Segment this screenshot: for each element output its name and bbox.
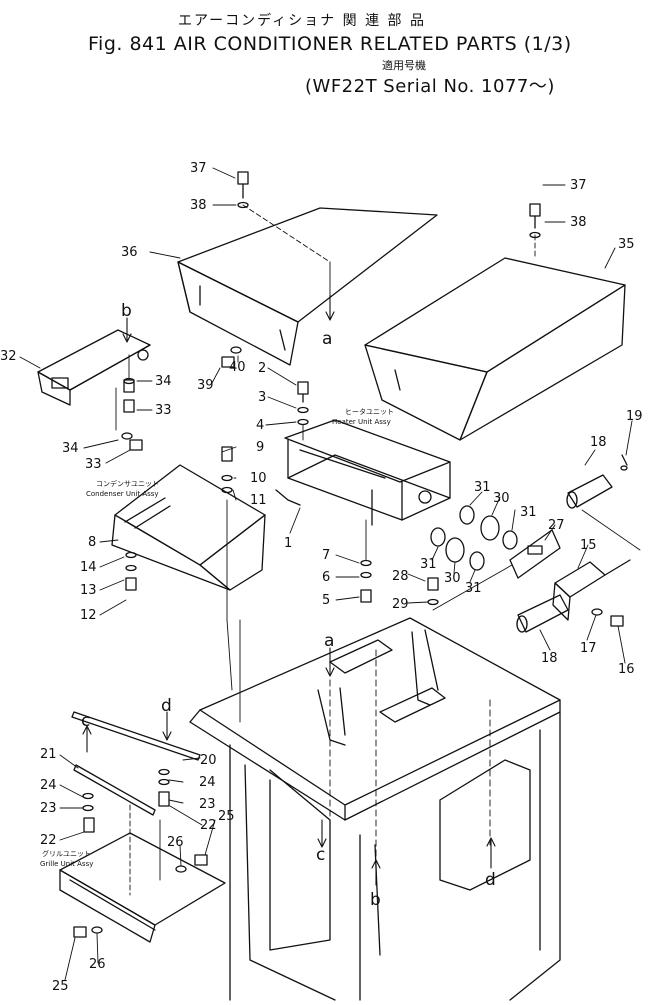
ref-letter-a-top: a xyxy=(322,329,332,349)
part-label-33: 33 xyxy=(155,403,172,418)
leader-lines xyxy=(19,167,641,981)
part-label-26-right: 26 xyxy=(167,835,184,850)
part-label-37-right: 37 xyxy=(570,178,587,193)
part-label-40: 40 xyxy=(229,360,246,375)
condenser-unit-label-jp: コンデンサユニット xyxy=(96,479,159,488)
part-label-19: 19 xyxy=(626,409,643,424)
part-label-39: 39 xyxy=(197,378,214,393)
part-label-36: 36 xyxy=(121,245,138,260)
part-label-18-lower: 18 xyxy=(541,651,558,666)
part-label-8: 8 xyxy=(88,535,96,550)
cover-part-36 xyxy=(177,207,438,366)
part-label-18-upper: 18 xyxy=(590,435,607,450)
part-label-17: 17 xyxy=(580,641,597,656)
grille-unit-label-en: Grille Unit Assy xyxy=(40,860,93,868)
part-label-15: 15 xyxy=(580,538,597,553)
part-label-14: 14 xyxy=(80,560,97,575)
part-label-22-left: 22 xyxy=(40,833,57,848)
grille-unit xyxy=(59,832,226,943)
part-label-9: 9 xyxy=(256,440,264,455)
cover-part-35 xyxy=(364,257,626,441)
part-label-24-left: 24 xyxy=(40,778,57,793)
part-label-12: 12 xyxy=(80,608,97,623)
serial-line: (WF22T Serial No. 1077～) xyxy=(305,76,555,97)
heater-unit-part-1 xyxy=(275,419,451,526)
ref-letter-a-bottom: a xyxy=(324,631,334,651)
part-label-4: 4 xyxy=(256,418,264,433)
part-label-7: 7 xyxy=(322,548,330,563)
part-label-35: 35 xyxy=(618,237,635,252)
condenser-unit-part-8 xyxy=(111,464,266,591)
ref-letter-c-bottom: c xyxy=(316,845,325,865)
reference-arrows xyxy=(82,294,496,886)
part-label-26-left: 26 xyxy=(89,957,106,972)
ref-letter-b-top: b xyxy=(121,301,132,321)
part-label-30-b: 30 xyxy=(444,571,461,586)
part-label-29: 29 xyxy=(392,597,409,612)
cab-body xyxy=(189,617,561,1001)
part-label-30-a: 30 xyxy=(493,491,510,506)
part-label-38: 38 xyxy=(190,198,207,213)
part-label-1: 1 xyxy=(284,536,292,551)
unit-labels: ヒータユニット Heater Unit Assy コンデンサユニット Conde… xyxy=(40,407,394,868)
part-label-5: 5 xyxy=(322,593,330,608)
part-label-37: 37 xyxy=(190,161,207,176)
part-label-28: 28 xyxy=(392,569,409,584)
part-label-33-lower: 33 xyxy=(85,457,102,472)
japanese-title: エアーコンディショナ 関 連 部 品 xyxy=(178,13,426,29)
part-label-23-left: 23 xyxy=(40,801,57,816)
part-label-34-lower: 34 xyxy=(62,441,79,456)
pipe-part-18-lower xyxy=(516,594,569,633)
ref-letter-d-top: d xyxy=(161,696,172,716)
ref-letter-d-bottom: d xyxy=(485,870,496,890)
heater-unit-label-en: Heater Unit Assy xyxy=(332,418,391,426)
part-label-25-left: 25 xyxy=(52,979,69,994)
part-label-3: 3 xyxy=(258,390,266,405)
duct-part-32 xyxy=(37,329,151,406)
part-label-27: 27 xyxy=(548,518,565,533)
ref-letter-b-bottom: b xyxy=(370,890,381,910)
hardware-bolts-washers xyxy=(73,171,628,938)
diagram-header: エアーコンディショナ 関 連 部 品 Fig. 841 AIR CONDITIO… xyxy=(0,0,657,110)
figure-title: Fig. 841 AIR CONDITIONER RELATED PARTS (… xyxy=(88,33,572,55)
ref-letter-c-top: c xyxy=(81,711,90,731)
condenser-unit-label-en: Condenser Unit Assy xyxy=(86,490,159,498)
heater-unit-label-jp: ヒータユニット xyxy=(345,407,394,416)
part-label-38-right: 38 xyxy=(570,215,587,230)
brackets-20-21 xyxy=(71,711,201,816)
part-label-32: 32 xyxy=(0,349,17,364)
part-label-31-a: 31 xyxy=(474,480,491,495)
part-label-13: 13 xyxy=(80,583,97,598)
part-label-31-d: 31 xyxy=(465,581,482,596)
part-label-2: 2 xyxy=(258,361,266,376)
pipe-part-18-upper xyxy=(566,474,613,509)
applicable-label: 適用号機 xyxy=(382,59,426,72)
part-label-24-right: 24 xyxy=(199,775,216,790)
grille-unit-label-jp: グリルユニット xyxy=(42,849,91,858)
blower-part-15 xyxy=(552,559,631,621)
part-number-labels: 37 38 36 37 38 35 32 34 33 34 33 39 40 2… xyxy=(0,161,643,994)
part-label-31-b: 31 xyxy=(520,505,537,520)
part-label-11: 11 xyxy=(250,493,267,508)
part-label-22-right: 22 xyxy=(200,818,217,833)
part-label-34: 34 xyxy=(155,374,172,389)
part-label-6: 6 xyxy=(322,570,330,585)
part-label-20: 20 xyxy=(200,753,217,768)
part-label-10: 10 xyxy=(250,471,267,486)
adaptor-part-27 xyxy=(509,529,561,579)
part-label-21: 21 xyxy=(40,747,57,762)
part-label-25-right: 25 xyxy=(218,809,235,824)
part-label-16: 16 xyxy=(618,662,635,677)
hose-clamps-30-31 xyxy=(430,505,518,571)
part-label-23-right: 23 xyxy=(199,797,216,812)
part-label-31-c: 31 xyxy=(420,557,437,572)
reference-letter-labels: a b c d a b c d xyxy=(81,301,496,910)
